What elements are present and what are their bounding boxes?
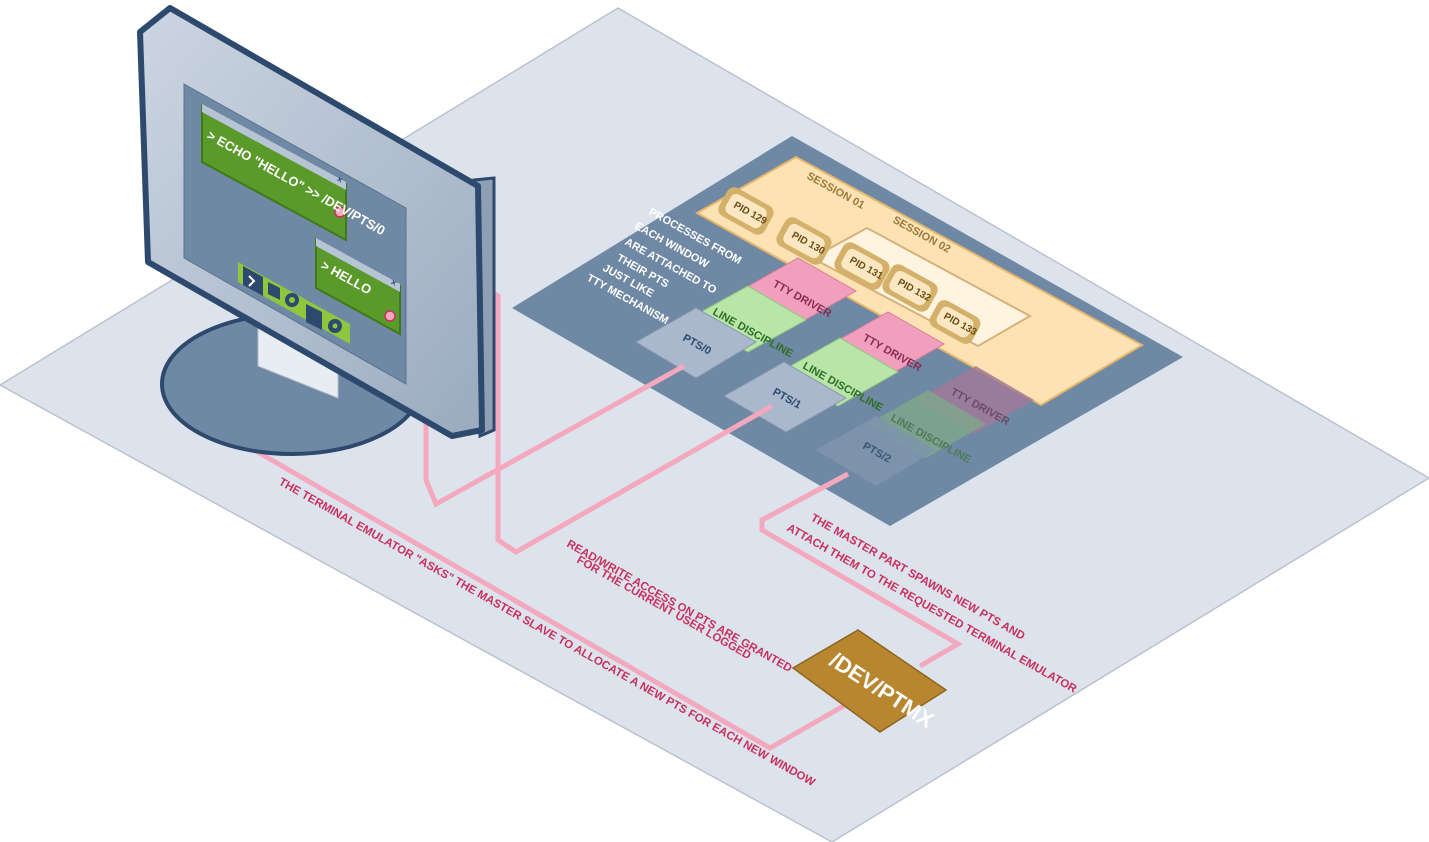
cable-port xyxy=(334,206,346,218)
terminal-window-2-titlebar xyxy=(316,238,400,292)
pid-chip[interactable] xyxy=(774,214,835,267)
pid-chip[interactable] xyxy=(927,297,984,347)
tty-driver-label: TTY DRIVER xyxy=(861,332,924,374)
cable-port xyxy=(384,310,396,322)
terminal-launcher-icon[interactable] xyxy=(243,266,263,296)
terminal-window-2-text: > HELLO xyxy=(319,258,375,298)
pts-label: PTS/1 xyxy=(771,386,804,411)
session-02-label: SESSION 02 xyxy=(891,214,953,256)
pid-label: PID 130 xyxy=(790,230,827,257)
pid-chip[interactable] xyxy=(716,184,777,237)
cable-ptmx-to-pts2 xyxy=(759,471,963,669)
pid-chip[interactable] xyxy=(832,239,893,292)
window-icon[interactable] xyxy=(306,304,322,330)
pts-label: PTS/2 xyxy=(861,440,894,465)
tty-driver-label: TTY DRIVER xyxy=(771,278,834,320)
pid-label: PID 132 xyxy=(896,277,933,304)
settings-icon[interactable] xyxy=(285,293,299,307)
pts-block[interactable] xyxy=(635,307,757,379)
terminal-window-1-titlebar xyxy=(202,104,346,190)
session-01-label: SESSION 01 xyxy=(805,170,867,212)
home-icon[interactable] xyxy=(268,282,280,300)
ptmx-label: /DEV/PTMX xyxy=(825,647,938,733)
kernel-panel xyxy=(512,136,1183,526)
terminal-window-2-close[interactable]: × xyxy=(389,277,398,288)
pts-block[interactable] xyxy=(816,416,936,486)
pid-chip[interactable] xyxy=(880,261,941,314)
line-discipline-label: LINE DISCIPLINE xyxy=(801,360,885,414)
svg-text:THE MASTER PART SPAWNS NEW PTS: THE MASTER PART SPAWNS NEW PTS AND xyxy=(809,512,1027,643)
disc-icon[interactable] xyxy=(328,319,342,333)
ptmx-block[interactable] xyxy=(791,629,948,733)
terminal-window-1-text: > ECHO "HELLO" >> /DEV/PTS/0 xyxy=(205,128,388,239)
terminal-window-1-close[interactable]: × xyxy=(335,174,344,185)
line-discipline-label: LINE DISCIPLINE xyxy=(889,412,973,466)
pid-label: PID 131 xyxy=(848,255,885,282)
pts-block[interactable] xyxy=(722,361,848,433)
pid-label: PID 133 xyxy=(942,311,979,338)
pts-label: PTS/0 xyxy=(681,332,714,357)
svg-text:FOR THE CURRENT USER LOGGED: FOR THE CURRENT USER LOGGED xyxy=(575,554,753,662)
line-discipline-label: LINE DISCIPLINE xyxy=(711,306,795,360)
pid-label: PID 129 xyxy=(732,200,769,227)
tty-driver-label: TTY DRIVER xyxy=(949,386,1012,428)
